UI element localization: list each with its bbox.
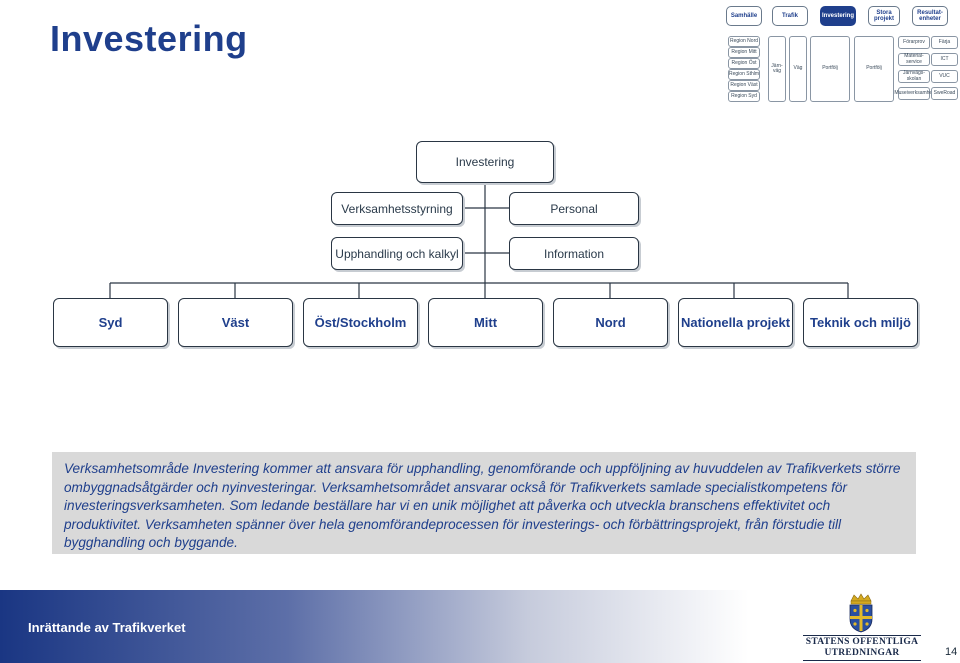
description-band: Verksamhetsområde Investering kommer att… (52, 452, 916, 554)
description-text: Verksamhetsområde Investering kommer att… (64, 461, 901, 551)
mini-forarprov: Förarprov (898, 36, 930, 49)
mini-jarnvagsskolan: Järnvägs-skolan (898, 70, 930, 83)
crown-shield-emblem-icon (849, 593, 873, 633)
mini-region-mitt: Region Mitt (728, 47, 760, 58)
mini-column-vag: Väg (789, 36, 807, 102)
mini-column-portfolj-1: Portfölj (810, 36, 850, 102)
org-verksamhetsstyrning: Verksamhetsstyrning (331, 192, 463, 225)
org-unit-ost-stockholm: Öst/Stockholm (303, 298, 418, 347)
footer-bar: Inrättande av Trafikverket STATENS OFFEN… (0, 590, 960, 663)
org-upphandling: Upphandling och kalkyl (331, 237, 463, 270)
nav-panel: Samhälle Trafik Investering Stora projek… (726, 6, 958, 104)
mini-region-syd: Region Syd (728, 91, 760, 102)
org-personal: Personal (509, 192, 639, 225)
tab-resultatenheter[interactable]: Resultat-enheter (912, 6, 948, 26)
mini-farja: Färja (931, 36, 958, 49)
mini-column-jarnvag: Järn-väg (768, 36, 786, 102)
mini-sweroad: SweRoad (931, 87, 958, 100)
mini-region-ost: Region Öst (728, 58, 760, 69)
org-unit-nord: Nord (553, 298, 668, 347)
tab-samhalle[interactable]: Samhälle (726, 6, 762, 26)
page-number: 14 (945, 646, 958, 658)
mini-ict: ICT (931, 53, 958, 66)
slide-title: Investering (50, 18, 248, 59)
sou-wordmark: STATENS OFFENTLIGA UTREDNINGAR (803, 634, 921, 662)
org-unit-nationella-projekt: Nationella projekt (678, 298, 793, 347)
mini-column-portfolj-2: Portfölj (854, 36, 894, 102)
mini-museiverksamhet: Museiverksamhet (894, 87, 934, 100)
org-information: Information (509, 237, 639, 270)
mini-region-nord: Region Nord (728, 36, 760, 47)
org-top-investering: Investering (416, 141, 554, 183)
footer-label: Inrättande av Trafikverket (28, 620, 186, 635)
wordmark-line-2: UTREDNINGAR (824, 648, 900, 658)
tab-trafik[interactable]: Trafik (772, 6, 808, 26)
tab-investering[interactable]: Investering (820, 6, 856, 26)
wordmark-line-1: STATENS OFFENTLIGA (805, 637, 919, 647)
org-unit-syd: Syd (53, 298, 168, 347)
tab-stora-projekt[interactable]: Stora projekt (868, 6, 900, 26)
mini-vuc: VUC (931, 70, 958, 83)
mini-region-vast: Region Väst (728, 80, 760, 91)
org-unit-vast: Väst (178, 298, 293, 347)
mini-materialservice: Material-service (898, 53, 930, 66)
org-unit-teknik-och-miljo: Teknik och miljö (803, 298, 918, 347)
org-unit-mitt: Mitt (428, 298, 543, 347)
mini-region-sthlm: Region Sthlm (728, 69, 760, 80)
